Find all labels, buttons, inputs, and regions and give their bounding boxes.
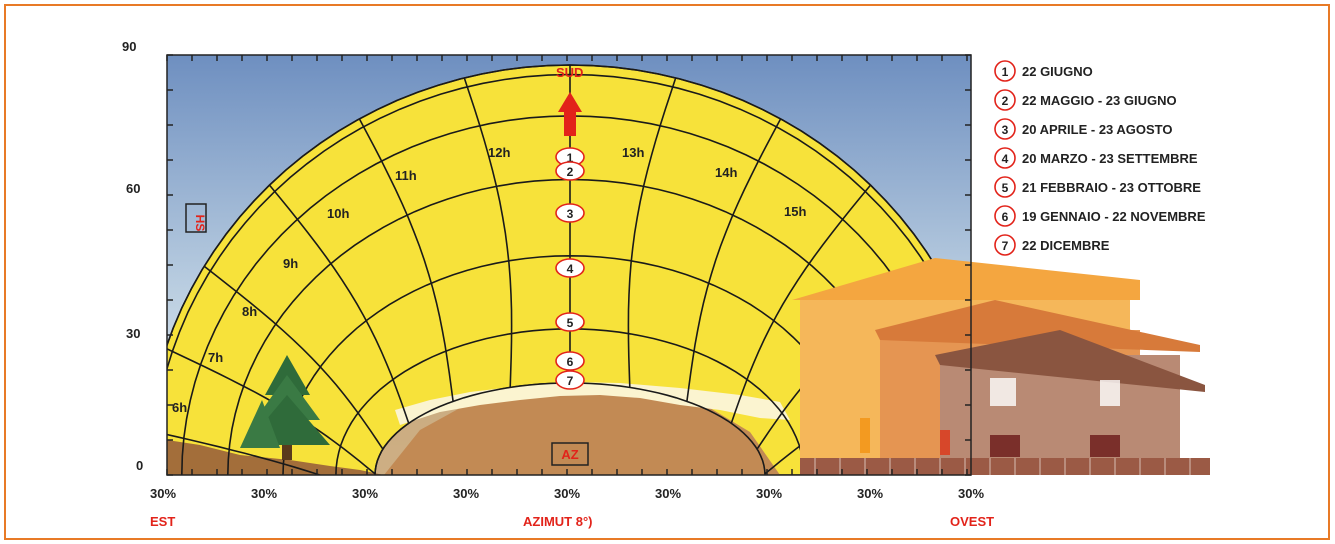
hill xyxy=(384,384,780,475)
legend-item-3: 3 20 APRILE - 23 AGOSTO xyxy=(994,118,1173,140)
svg-text:22 MAGGIO - 23 GIUGNO: 22 MAGGIO - 23 GIUGNO xyxy=(1022,93,1177,108)
curve-marker-7: 7 xyxy=(555,370,585,390)
hour-line xyxy=(268,184,410,424)
legend-item-1: 1 22 GIUGNO xyxy=(994,60,1093,82)
svg-text:AZ: AZ xyxy=(561,447,578,462)
svg-text:22 GIUGNO: 22 GIUGNO xyxy=(1022,64,1093,79)
svg-text:3: 3 xyxy=(1002,123,1009,137)
hour-label-9h: 9h xyxy=(283,256,298,271)
svg-text:22 DICEMBRE: 22 DICEMBRE xyxy=(1022,238,1110,253)
svg-text:5: 5 xyxy=(1002,181,1009,195)
hill-snow xyxy=(395,382,790,425)
svg-text:5: 5 xyxy=(567,316,574,330)
svg-text:19 GENNAIO - 22 NOVEMBRE: 19 GENNAIO - 22 NOVEMBRE xyxy=(1022,209,1206,224)
legend-item-4: 4 20 MARZO - 23 SETTEMBRE xyxy=(994,147,1198,169)
svg-text:7: 7 xyxy=(1002,239,1009,253)
x-tick-label: 30% xyxy=(554,486,580,501)
svg-text:6: 6 xyxy=(1002,210,1009,224)
hour-label-12h: 12h xyxy=(488,145,510,160)
legend-item-5: 5 21 FEBBRAIO - 23 OTTOBRE xyxy=(994,176,1201,198)
hour-line xyxy=(463,77,513,388)
legend-item-2: 2 22 MAGGIO - 23 GIUGNO xyxy=(994,89,1177,111)
hour-line xyxy=(167,433,323,475)
svg-text:3: 3 xyxy=(567,207,574,221)
x-tick-label: 30% xyxy=(857,486,883,501)
x-label-azimut: AZIMUT 8°) xyxy=(523,514,592,529)
curve-marker-3: 3 xyxy=(555,203,585,223)
y-tick-60: 60 xyxy=(126,181,140,196)
x-label-ovest: OVEST xyxy=(950,514,994,529)
north-arrow-icon xyxy=(558,92,582,136)
svg-text:7: 7 xyxy=(567,374,574,388)
legend-item-6: 6 19 GENNAIO - 22 NOVEMBRE xyxy=(994,205,1206,227)
hour-label-11h: 11h xyxy=(395,168,417,183)
sud-label: SUD xyxy=(556,65,583,80)
svg-text:2: 2 xyxy=(567,165,574,179)
x-tick-label: 30% xyxy=(756,486,782,501)
y-tick-90: 90 xyxy=(122,39,136,54)
curve-marker-5: 5 xyxy=(555,312,585,332)
hour-line xyxy=(358,118,454,402)
y-tick-0: 0 xyxy=(136,458,143,473)
y-tick-30: 30 xyxy=(126,326,140,341)
curve-marker-2: 2 xyxy=(555,161,585,181)
svg-text:20 APRILE - 23 AGOSTO: 20 APRILE - 23 AGOSTO xyxy=(1022,122,1173,137)
house-illustration xyxy=(792,258,1210,475)
hour-line xyxy=(730,184,872,424)
curve-marker-4: 4 xyxy=(555,258,585,278)
ground-left xyxy=(167,440,384,475)
hour-label-6h: 6h xyxy=(172,400,187,415)
hour-label-8h: 8h xyxy=(242,304,257,319)
x-tick-label: 30% xyxy=(453,486,479,501)
hour-line xyxy=(203,265,384,450)
hs-box: HS xyxy=(185,203,207,233)
hour-label-10h: 10h xyxy=(327,206,349,221)
svg-text:4: 4 xyxy=(567,262,574,276)
x-tick-label: 30% xyxy=(150,486,176,501)
az-box: AZ xyxy=(551,442,589,466)
legend-item-7: 7 22 DICEMBRE xyxy=(994,234,1110,256)
hour-label-13h: 13h xyxy=(622,145,644,160)
x-label-est: EST xyxy=(150,514,175,529)
curve-marker-6: 6 xyxy=(555,351,585,371)
hour-line xyxy=(627,77,677,388)
hour-label-14h: 14h xyxy=(715,165,737,180)
x-tick-label: 30% xyxy=(958,486,984,501)
svg-text:6: 6 xyxy=(567,355,574,369)
svg-text:2: 2 xyxy=(1002,94,1009,108)
svg-text:4: 4 xyxy=(1002,152,1009,166)
svg-text:21 FEBBRAIO - 23 OTTOBRE: 21 FEBBRAIO - 23 OTTOBRE xyxy=(1022,180,1201,195)
x-tick-label: 30% xyxy=(352,486,378,501)
x-tick-label: 30% xyxy=(655,486,681,501)
svg-text:HS: HS xyxy=(193,215,207,232)
hour-label-7h: 7h xyxy=(208,350,223,365)
hour-line xyxy=(686,118,782,402)
svg-text:1: 1 xyxy=(567,151,574,165)
svg-text:1: 1 xyxy=(1002,65,1009,79)
tree xyxy=(240,355,330,460)
svg-text:20 MARZO - 23 SETTEMBRE: 20 MARZO - 23 SETTEMBRE xyxy=(1022,151,1198,166)
hour-label-15h: 15h xyxy=(784,204,806,219)
x-tick-label: 30% xyxy=(251,486,277,501)
